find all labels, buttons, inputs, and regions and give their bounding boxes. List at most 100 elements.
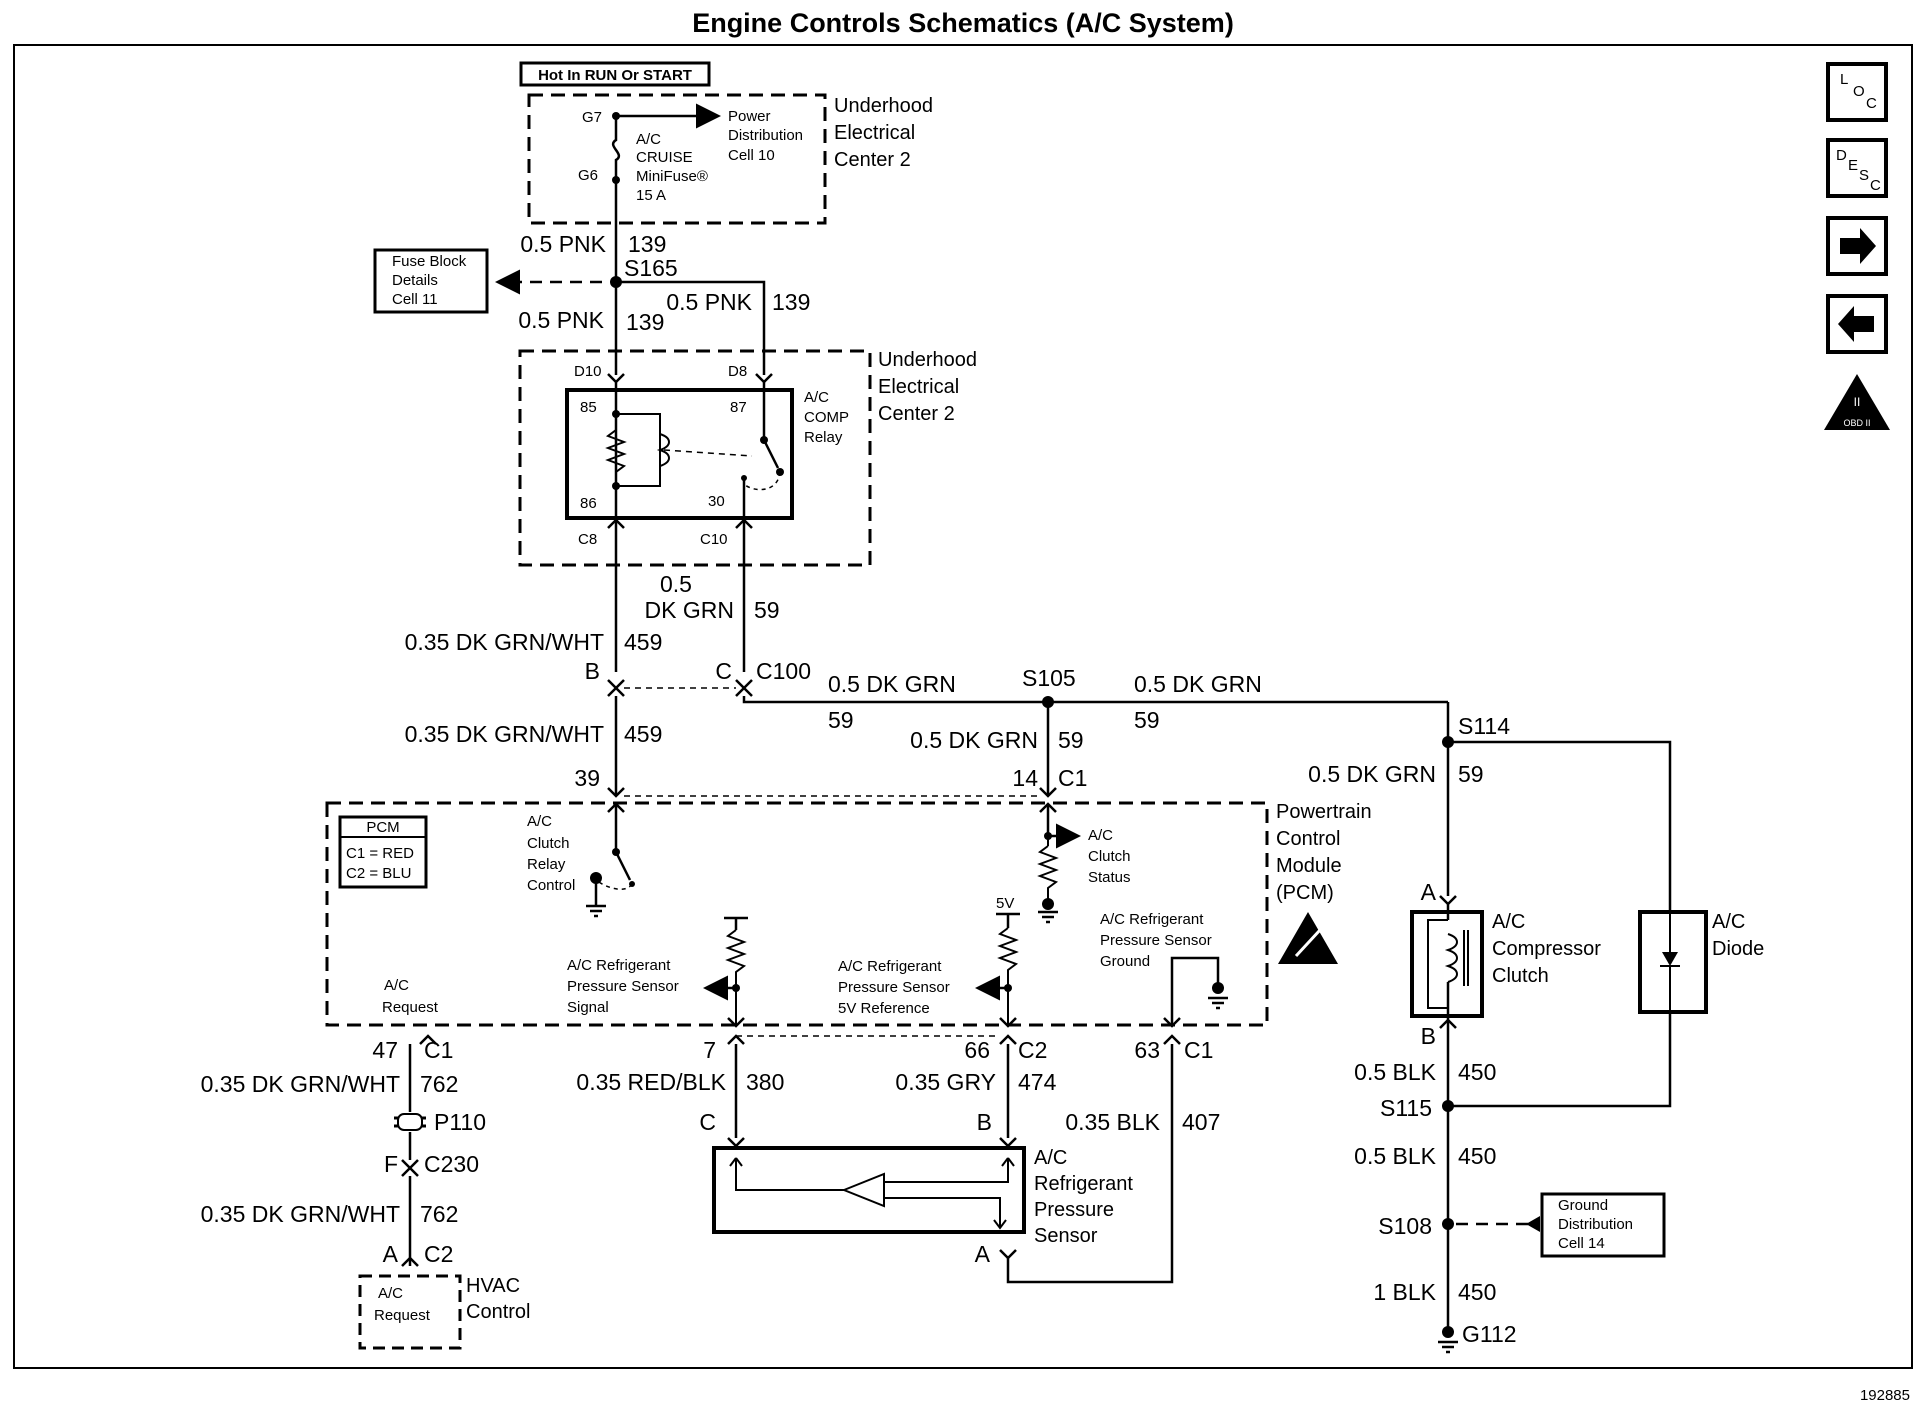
ground-dist-l1: Ground xyxy=(1558,1197,1608,1214)
clutch-relay-ctrl-l4: Control xyxy=(527,877,575,894)
ref-signal-l2: Pressure Sensor xyxy=(567,978,679,995)
esd-hand-mark xyxy=(1294,928,1322,958)
wire-05dkgrn-c: 0.5 DK GRN xyxy=(1134,671,1262,697)
5v-resistor-icon xyxy=(997,927,1019,1026)
uec2-top-box xyxy=(527,93,827,225)
hvac-req-l1: A/C xyxy=(378,1285,403,1302)
esd-warning-icon xyxy=(1278,912,1338,964)
c230-label: C230 xyxy=(424,1151,479,1177)
ground-dist-box xyxy=(1540,1192,1666,1258)
c230-up xyxy=(401,1166,419,1177)
fuse-icon xyxy=(611,116,621,180)
fuse-name-l2: CRUISE xyxy=(636,149,693,166)
sensor-pin-c-connector xyxy=(727,1137,745,1148)
ground-dist-l3: Cell 14 xyxy=(1558,1235,1605,1252)
obd-bottom: OBD II xyxy=(1843,418,1870,428)
pcm-legend-c2: C2 = BLU xyxy=(346,865,411,882)
sensor-a-arrow xyxy=(993,1219,1007,1230)
ac-comp-relay-box xyxy=(565,388,794,520)
pin63-connector xyxy=(1163,1034,1181,1045)
pcm-box xyxy=(325,801,1269,1027)
wire-05pnk-c: 0.5 PNK xyxy=(518,307,604,333)
ref-5v-l2: Pressure Sensor xyxy=(838,979,950,996)
pcm-pin14-connector xyxy=(1039,787,1057,798)
relay-ctrl-switch xyxy=(614,851,632,881)
obd-top: II xyxy=(1854,395,1861,409)
desc-letter-d: D xyxy=(1836,147,1847,164)
relay-contact-arc xyxy=(743,471,781,491)
c100-b-up xyxy=(607,686,625,697)
circuit-59-e: 59 xyxy=(1458,761,1484,787)
ground-icon xyxy=(1438,1340,1458,1354)
page-title: Engine Controls Schematics (A/C System) xyxy=(692,8,1234,38)
circuit-450-b: 450 xyxy=(1458,1143,1496,1169)
sensor-pin-b: B xyxy=(977,1109,992,1135)
pin-7: 7 xyxy=(703,1037,716,1063)
wire-05pnk-b: 0.5 PNK xyxy=(666,289,752,315)
sensor-name-l3: Pressure xyxy=(1034,1199,1114,1221)
next-button[interactable] xyxy=(1826,216,1888,276)
sensor-name-l2: Refrigerant xyxy=(1034,1173,1133,1195)
hvac-control-box xyxy=(358,1274,462,1350)
p110-label: P110 xyxy=(434,1109,486,1135)
pcm-name-l1: Powertrain xyxy=(1276,801,1372,823)
power-dist-l3: Cell 10 xyxy=(728,147,775,164)
signal-resistor-icon xyxy=(725,929,747,1026)
diagram-frame xyxy=(13,44,1913,1369)
hvac-pin-a: A xyxy=(383,1241,399,1267)
uec2-mid-l2: Electrical xyxy=(878,376,959,398)
diode-icon xyxy=(1662,952,1678,966)
hot-in-run-label: Hot In RUN Or START xyxy=(538,67,692,84)
pcm-name-l2: Control xyxy=(1276,828,1340,850)
clutch-status-l3: Status xyxy=(1088,869,1131,886)
desc-button[interactable]: D E S C xyxy=(1826,138,1888,198)
d8-label: D8 xyxy=(728,363,747,380)
clutch-relay-ctrl-l3: Relay xyxy=(527,856,566,873)
desc-letter-e: E xyxy=(1848,157,1858,174)
pin-85: 85 xyxy=(580,399,597,416)
s108-node xyxy=(1442,1218,1454,1230)
circuit-474: 474 xyxy=(1018,1069,1057,1095)
pin47-connector xyxy=(419,1034,437,1045)
c100-c-up xyxy=(735,686,753,697)
ac-diode-box xyxy=(1638,910,1708,1014)
ground-dist-arrow xyxy=(1526,1216,1540,1232)
wire-407 xyxy=(1006,1044,1174,1284)
circuit-407: 407 xyxy=(1182,1109,1220,1135)
pin66-inner xyxy=(999,1017,1017,1028)
wire-139-right xyxy=(616,280,766,375)
sensor-c-arrow xyxy=(729,1157,743,1167)
ground-icon xyxy=(1038,910,1058,924)
obd-ii-button[interactable]: II OBD II xyxy=(1824,374,1890,430)
pcm-legend-c1: C1 = RED xyxy=(346,845,414,862)
pcm-c2-label-a: C2 xyxy=(1018,1037,1047,1063)
ac-request-l1: A/C xyxy=(384,977,409,994)
clutch-status-resistor-icon xyxy=(1037,845,1059,906)
pcm-c1-label-b: C1 xyxy=(424,1037,453,1063)
wire-1blk: 1 BLK xyxy=(1373,1279,1436,1305)
arrow-left-icon xyxy=(1838,306,1874,342)
prev-button[interactable] xyxy=(1826,294,1888,354)
g6-label: G6 xyxy=(578,167,598,184)
sensor-internal-a xyxy=(884,1197,1001,1228)
power-dist-l2: Distribution xyxy=(728,127,803,144)
pin-66: 66 xyxy=(964,1037,990,1063)
arrow-right-icon xyxy=(1840,228,1876,264)
relay-name-l2: COMP xyxy=(804,409,849,426)
loc-button[interactable]: L O C xyxy=(1826,62,1888,122)
c100-pin-c: C xyxy=(715,658,732,684)
s108-label: S108 xyxy=(1378,1213,1432,1239)
clutch-pin-b: B xyxy=(1421,1023,1436,1049)
relay-coil-icon xyxy=(656,433,670,467)
sensor-pin-a: A xyxy=(975,1241,991,1267)
wire-05dkgrn-b: 0.5 DK GRN xyxy=(828,671,956,697)
wire-diode-bottom xyxy=(1448,1012,1672,1108)
ref-ground-l2: Pressure Sensor xyxy=(1100,932,1212,949)
uec2-top-l3: Center 2 xyxy=(834,149,911,171)
relay-switch-blade xyxy=(762,439,780,469)
relay-ctrl-arc xyxy=(595,879,633,890)
wire-035dkgw-a: 0.35 DK GRN/WHT xyxy=(405,629,604,655)
wire-05dkgrn-a-l2: DK GRN xyxy=(645,597,734,623)
fuse-block-l3: Cell 11 xyxy=(392,291,438,308)
